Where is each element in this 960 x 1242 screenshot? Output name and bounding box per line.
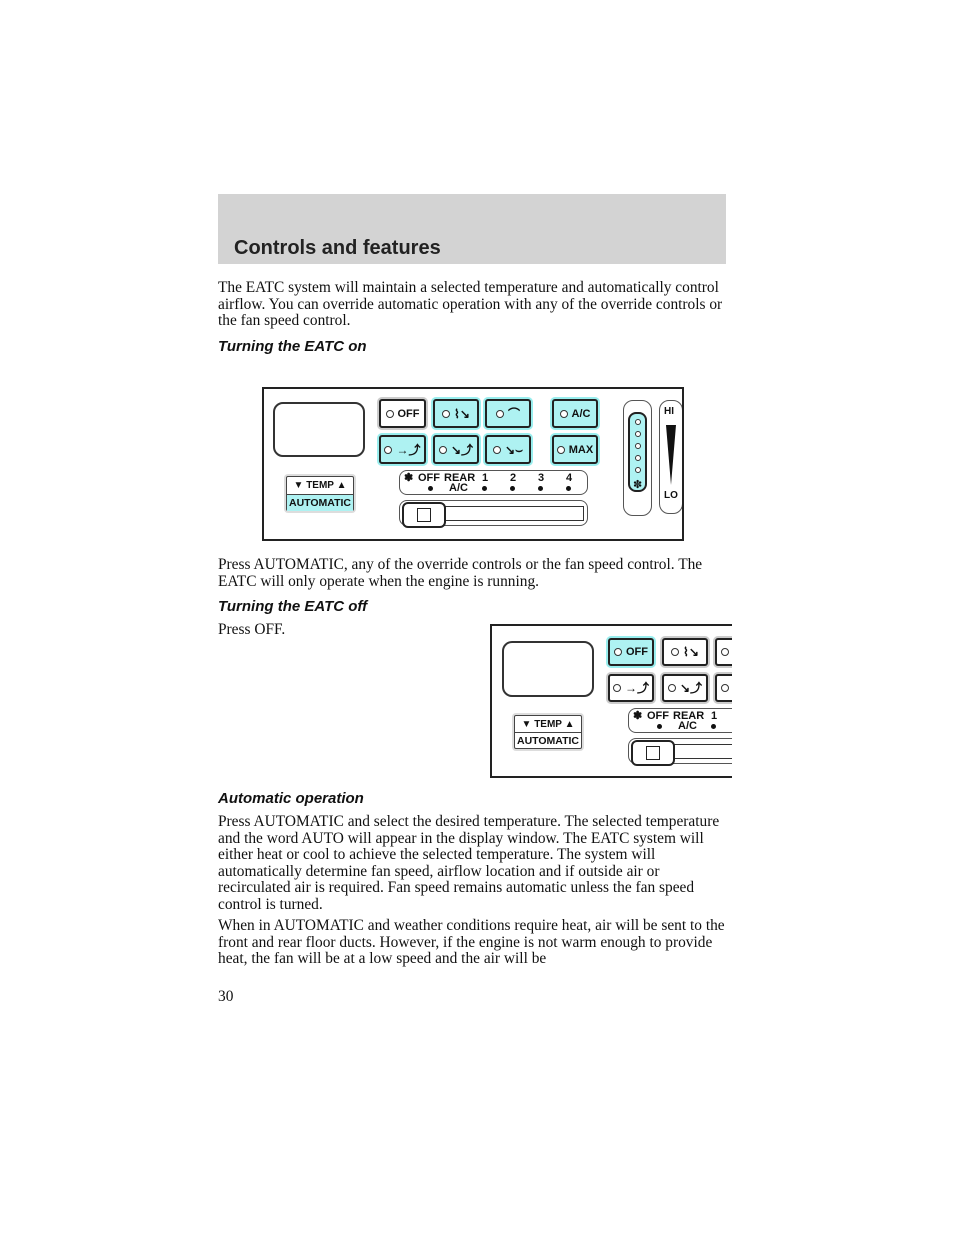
- floor-button-partial: [715, 674, 732, 702]
- rear-fan-scale: ✽ OFF REAR A/C 1: [628, 708, 732, 733]
- defrost-button: ⌒: [485, 399, 531, 428]
- temp-label: ▼ TEMP ▲: [287, 477, 353, 495]
- heading-turning-on: Turning the EATC on: [218, 338, 367, 355]
- eatc-panel-diagram-off: OFF ⌇↘ →⤴ ↘⤴ ▼ TEMP ▲ AUTOMATIC ✽ OFF RE…: [490, 624, 732, 778]
- automatic-paragraph-1: Press AUTOMATIC and select the desired t…: [218, 813, 720, 913]
- slider-knob: [631, 740, 675, 766]
- defrost-floor-button: ⌇↘: [662, 638, 708, 666]
- intro-paragraph: The EATC system will maintain a selected…: [218, 279, 723, 330]
- seat-defrost-icon: ⌇↘: [454, 406, 470, 421]
- fan-speed-leds: ✽: [628, 412, 647, 492]
- panel-vent-button: →⤴: [379, 435, 426, 464]
- panel-floor-button: ↘⤴: [662, 674, 708, 702]
- display-window: [502, 641, 594, 697]
- temp-label: ▼ TEMP ▲: [515, 716, 581, 733]
- fan-icon: ✽: [404, 472, 414, 484]
- rear-fan-slider: [628, 738, 732, 766]
- rear-fan-slider: [399, 500, 588, 528]
- display-window: [273, 402, 365, 457]
- panel-airflow-icon: →⤴: [624, 681, 649, 695]
- off-button: OFF: [608, 638, 654, 666]
- panel-airflow-icon: →⤴: [396, 442, 421, 457]
- automatic-label: AUTOMATIC: [287, 494, 353, 511]
- panel-floor-button: ↘⤴: [433, 435, 479, 464]
- floor-airflow-icon: ↘⌣: [505, 442, 523, 457]
- turning-off-paragraph: Press OFF.: [218, 621, 286, 638]
- ac-button: A/C: [552, 399, 598, 428]
- off-button: OFF: [379, 399, 426, 428]
- automatic-paragraph-2: When in AUTOMATIC and weather conditions…: [218, 917, 725, 968]
- floor-button: ↘⌣: [485, 435, 531, 464]
- section-header-band: Controls and features: [218, 194, 726, 264]
- windshield-defrost-icon: ⌒: [507, 406, 520, 421]
- fan-icon: ✽: [633, 479, 643, 491]
- rear-fan-scale: ✽ OFF REAR A/C 1 2 3 4: [399, 470, 588, 495]
- slider-knob: [402, 502, 446, 528]
- automatic-label: AUTOMATIC: [516, 735, 580, 747]
- turning-on-paragraph: Press AUTOMATIC, any of the override con…: [218, 556, 703, 590]
- temperature-scale: HI LO: [659, 400, 682, 514]
- panel-floor-airflow-icon: ↘⤴: [450, 442, 474, 457]
- temp-wedge-icon: [666, 425, 676, 485]
- hi-label: HI: [664, 406, 674, 417]
- seat-defrost-icon: ⌇↘: [683, 645, 699, 659]
- eatc-panel-diagram-on: OFF ⌇↘ ⌒ A/C →⤴ ↘⤴ ↘⌣ MAX ▼ TEMP ▲ AUTOM…: [262, 387, 684, 541]
- fan-speed-control: ✽: [623, 400, 652, 516]
- section-title: Controls and features: [234, 237, 441, 259]
- heading-automatic-operation: Automatic operation: [218, 790, 364, 807]
- fan-icon: ✽: [633, 710, 643, 722]
- panel-vent-button: →⤴: [608, 674, 654, 702]
- defrost-floor-button: ⌇↘: [433, 399, 479, 428]
- defrost-button-partial: [715, 638, 732, 666]
- temp-automatic-control: ▼ TEMP ▲ AUTOMATIC: [514, 715, 582, 749]
- page-number: 30: [218, 988, 234, 1005]
- lo-label: LO: [664, 490, 678, 501]
- temp-automatic-control: ▼ TEMP ▲ AUTOMATIC: [286, 476, 354, 511]
- panel-floor-airflow-icon: ↘⤴: [679, 681, 703, 695]
- max-button: MAX: [552, 435, 598, 464]
- heading-turning-off: Turning the EATC off: [218, 598, 368, 615]
